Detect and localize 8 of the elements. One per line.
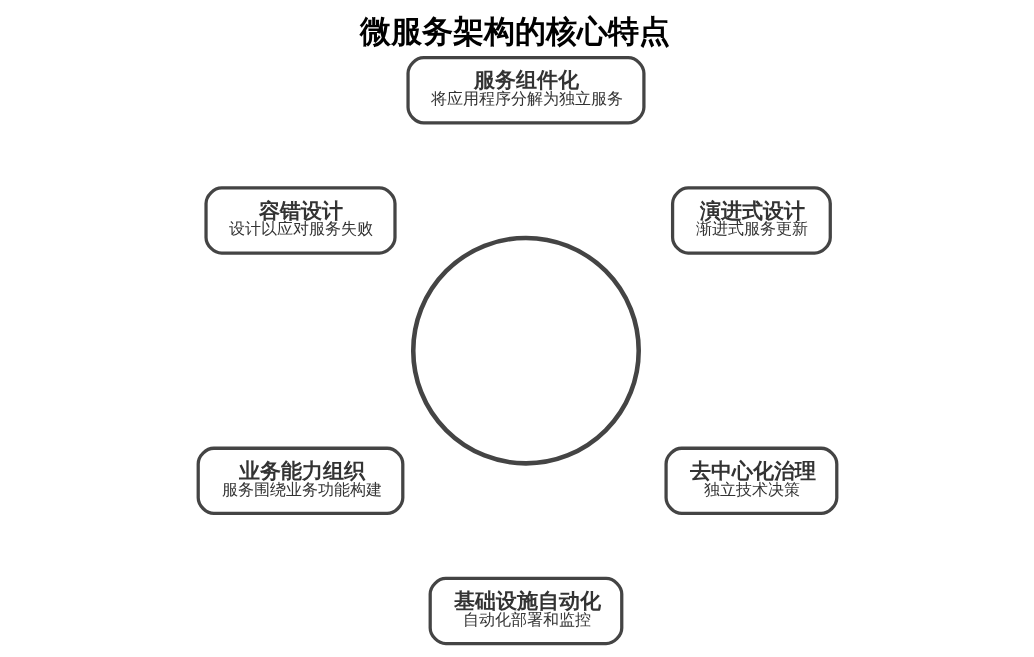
node-box: 业务能力组织 服务围绕业务功能构建 [196,446,404,516]
node-box: 服务组件化 将应用程序分解为独立服务 [405,56,646,125]
node-circle [410,235,641,466]
node-box: 演进式设计 渐进式服务更新 [670,186,832,255]
node-box: 基础设施自动化 自动化部署和监控 [428,576,623,646]
diagram-title: 微服务架构的核心特点 [359,13,670,50]
node-box: 容错设计 设计以应对服务失败 [203,186,397,255]
node-box: 去中心化治理 独立技术决策 [663,446,838,516]
